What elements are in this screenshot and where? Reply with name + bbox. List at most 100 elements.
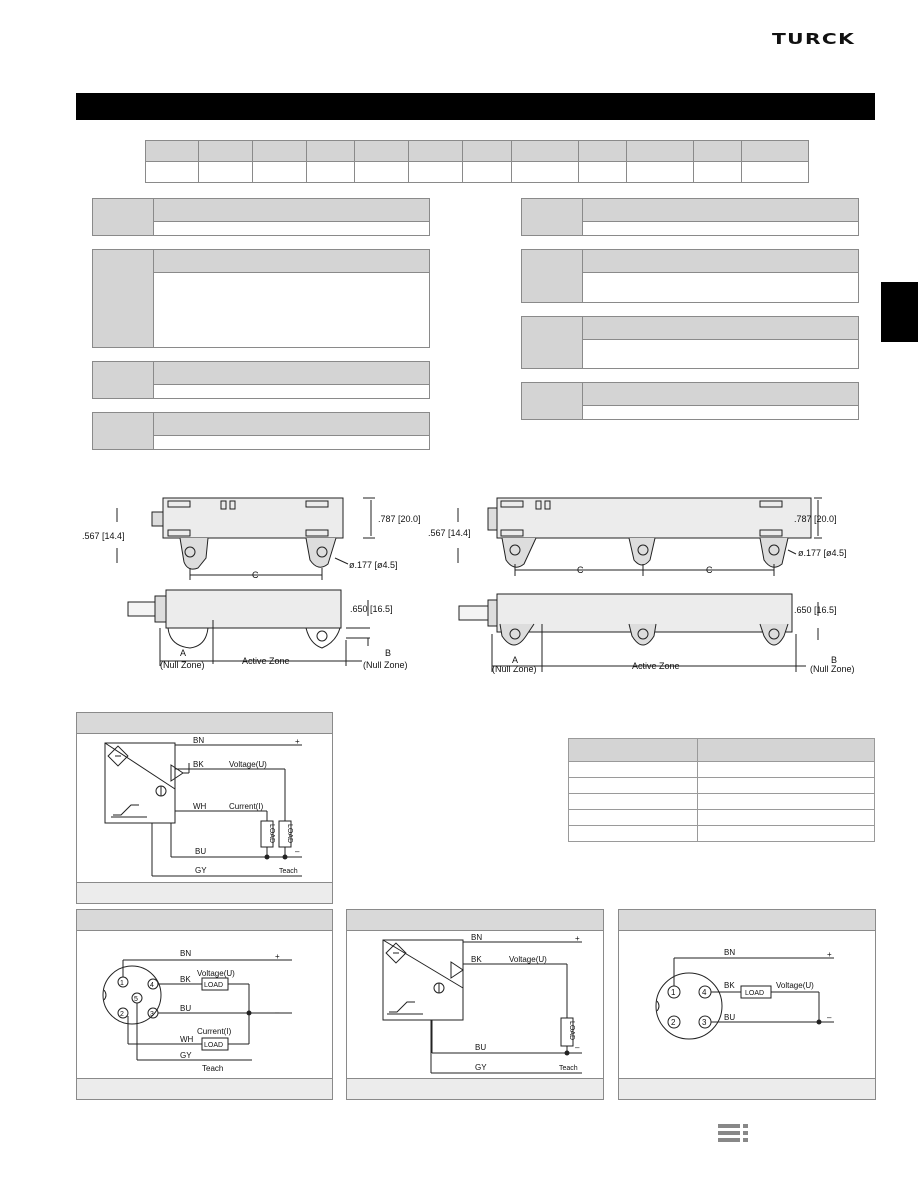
svg-text:.787 [20.0]: .787 [20.0]: [794, 514, 837, 524]
wire-bu: BU: [195, 847, 206, 856]
load-label: LOAD: [568, 1021, 575, 1040]
dim-depth-mm: [16.5]: [814, 605, 837, 615]
svg-text:.650 [16.5]: .650 [16.5]: [794, 605, 837, 615]
load-label: LOAD: [745, 990, 764, 997]
wiring-diagram-cable: BN + BK Voltage(U) WH Current(I) LOAD LO…: [104, 736, 302, 877]
table-header-row: [145, 140, 809, 162]
wire-gy: GY: [475, 1063, 487, 1072]
minus-label: –: [295, 847, 300, 856]
voltage-label: Voltage(U): [197, 969, 235, 978]
dim-spacing-label: C: [577, 565, 584, 575]
wire-wh: WH: [193, 802, 207, 811]
svg-text:ø.177 [ø4.5]: ø.177 [ø4.5]: [349, 560, 398, 570]
plus-label: +: [275, 952, 280, 961]
dim-hole: ø.177: [798, 548, 821, 558]
spec-box: [92, 198, 430, 236]
dim-b-label: B: [385, 648, 391, 658]
table-header-row: [568, 738, 875, 762]
sensor-block: [104, 742, 176, 824]
spec-box: [521, 249, 859, 303]
connector-face: [102, 965, 162, 1025]
sensor-body-side: [165, 589, 342, 629]
load-label: LOAD: [204, 1042, 223, 1049]
table-row: [568, 777, 875, 794]
pinout-table: [568, 738, 875, 842]
wire-bu: BU: [180, 1004, 191, 1013]
pin-number: 2: [120, 1011, 124, 1018]
wire-bn: BN: [724, 948, 735, 957]
dim-a-label: A: [180, 648, 186, 658]
pin-number: 3: [702, 1018, 707, 1027]
null-zone-a: (Null Zone): [492, 664, 537, 674]
wiring-diagram-connector4: 1 2 3 4 BN + BK LOAD Voltage(U) BU –: [655, 948, 834, 1040]
null-zone-b: (Null Zone): [810, 664, 855, 674]
voltage-label: Voltage(U): [509, 955, 547, 964]
dim-spacing-label: C: [706, 565, 713, 575]
dim-height-mm: [14.4]: [102, 531, 125, 541]
dim-depth-mm: [16.5]: [370, 604, 393, 614]
wire-wh: WH: [180, 1035, 194, 1044]
teach-label: Teach: [279, 868, 298, 875]
active-zone-label: Active Zone: [242, 656, 290, 666]
spec-box: [92, 249, 430, 348]
dim-hole-mm: [ø4.5]: [824, 548, 847, 558]
table-row: [145, 161, 809, 183]
teach-label: Teach: [559, 1065, 578, 1072]
wire-bn: BN: [193, 736, 204, 745]
wire-bk: BK: [193, 760, 204, 769]
dimension-drawing-long: .567 [14.4] .787 [20.0] ø.177 [ø4.5] C C…: [428, 497, 855, 674]
table-row: [568, 809, 875, 826]
current-label: Current(I): [197, 1027, 232, 1036]
spec-box: [521, 382, 859, 420]
pin-number: 5: [134, 996, 138, 1003]
svg-text:.567 [14.4]: .567 [14.4]: [82, 531, 125, 541]
dim-depth: .650: [350, 604, 368, 614]
pin-number: 1: [671, 988, 676, 997]
pin-number: 4: [702, 988, 707, 997]
spec-box: [521, 198, 859, 236]
wire-gy: GY: [180, 1051, 192, 1060]
dim-depth: .650: [794, 605, 812, 615]
table-row: [568, 761, 875, 778]
spec-box: [521, 316, 859, 369]
sensor-body-top: [162, 497, 344, 539]
table-row: [568, 793, 875, 810]
minus-label: –: [827, 1013, 832, 1022]
spec-box: [92, 361, 430, 399]
dim-height: .567: [82, 531, 100, 541]
current-label: Current(I): [229, 802, 264, 811]
sensor-symbol: [107, 745, 129, 767]
wire-bu: BU: [724, 1013, 735, 1022]
pin-number: 1: [120, 980, 124, 987]
sensor-block: [382, 939, 464, 1021]
spec-box: [92, 412, 430, 450]
section-tab: [881, 282, 918, 342]
wire-bk: BK: [180, 975, 191, 984]
pin-number: 3: [150, 1011, 154, 1018]
dim-hole-mm: [ø4.5]: [375, 560, 398, 570]
wire-bn: BN: [180, 949, 191, 958]
sensor-symbol: [385, 942, 407, 964]
turck-logo: TURCK: [772, 30, 856, 48]
wire-bn: BN: [471, 933, 482, 942]
teach-label: Teach: [202, 1064, 223, 1073]
dimension-drawing-short: .567 [14.4] .787 [20.0] ø.177 [ø4.5] C .…: [82, 497, 420, 670]
title-bar: [76, 93, 875, 120]
dim-spacing-label: C: [252, 570, 259, 580]
table-row: [568, 825, 875, 842]
dim-width-mm: [20.0]: [814, 514, 837, 524]
wire-gy: GY: [195, 866, 207, 875]
catalog-icon: [718, 1124, 748, 1142]
dim-width: .787: [378, 514, 396, 524]
wiring-diagram-cable-voltage: BN + BK Voltage(U) LOAD BU – GY Teach: [382, 933, 582, 1074]
dim-a-label: A: [512, 655, 518, 665]
wire-bu: BU: [475, 1043, 486, 1052]
load-label: LOAD: [204, 982, 223, 989]
voltage-label: Voltage(U): [776, 981, 814, 990]
dim-hole: ø.177: [349, 560, 372, 570]
dim-height-mm: [14.4]: [448, 528, 471, 538]
wire-bk: BK: [471, 955, 482, 964]
svg-text:.787 [20.0]: .787 [20.0]: [378, 514, 420, 524]
minus-label: –: [575, 1043, 580, 1052]
connector-face: [655, 972, 723, 1040]
